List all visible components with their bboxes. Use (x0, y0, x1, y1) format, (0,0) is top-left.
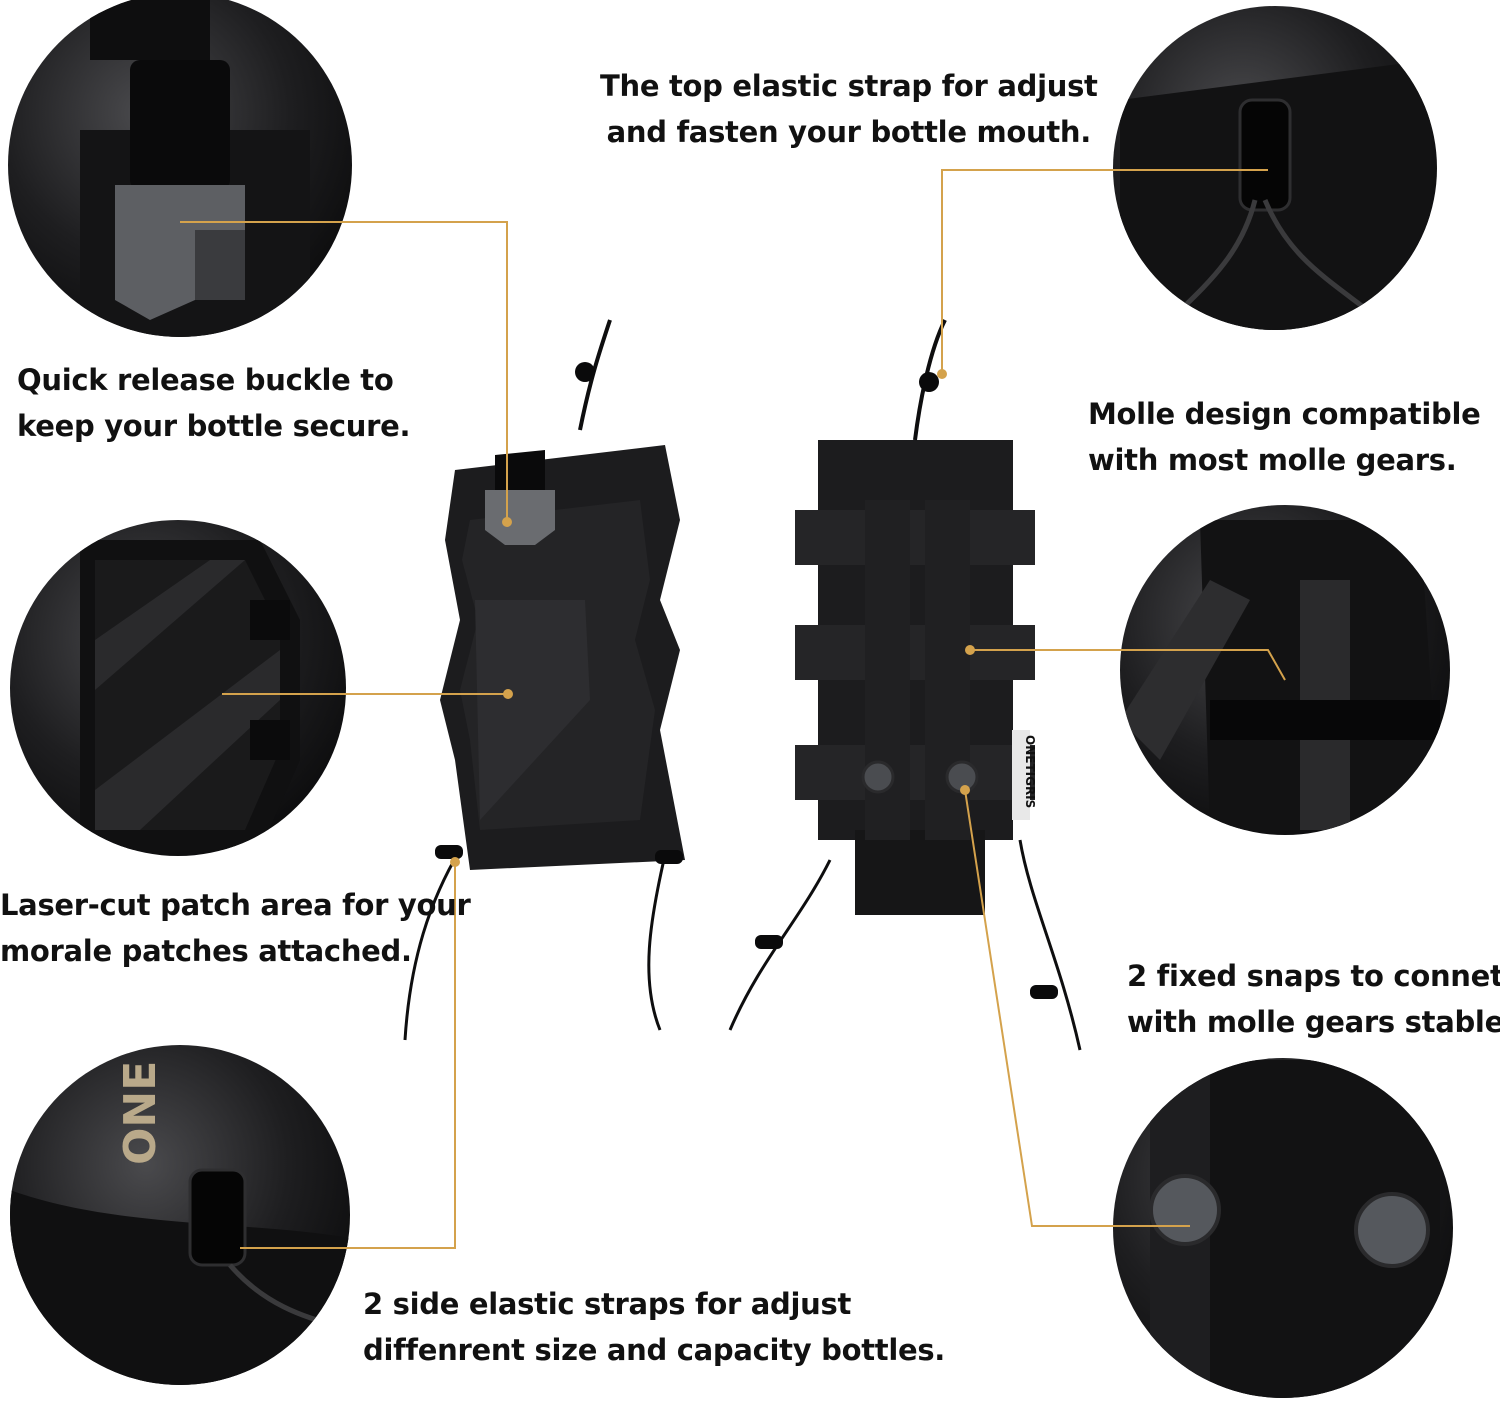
side-cord-detail-circle: ONE (10, 1045, 350, 1385)
buckle-detail-circle (8, 0, 352, 337)
pouch-back-view: ONETIGRIS (728, 319, 1082, 1051)
callout-molle (970, 649, 1286, 681)
callout-top-strap-dot (937, 369, 947, 379)
molle-detail-circle (1120, 505, 1450, 835)
caption-side-straps: 2 side elastic straps for adjust diffenr… (363, 1287, 946, 1367)
caption-molle: Molle design compatible with most molle … (1088, 397, 1481, 477)
callout-snaps-dot (960, 785, 970, 795)
caption-patch: Laser-cut patch area for your morale pat… (0, 888, 471, 968)
callout-buckle-dot (502, 517, 512, 527)
caption-top-strap: The top elastic strap for adjust and fas… (600, 69, 1098, 149)
callout-snaps (964, 789, 1190, 1227)
pouch-front-view (403, 319, 685, 1041)
caption-buckle: Quick release buckle to keep your bottle… (17, 363, 411, 443)
callout-buckle (180, 221, 508, 520)
caption-snaps: 2 fixed snaps to connet with molle gears… (1127, 959, 1500, 1039)
patch-detail-circle (10, 520, 346, 856)
callout-patch-dot (503, 689, 513, 699)
callout-side-straps (240, 862, 456, 1249)
callout-lines (180, 169, 1286, 1249)
callout-side-straps-dot (450, 857, 460, 867)
cord-lock-detail-circle (1113, 6, 1437, 330)
callout-molle-dot (965, 645, 975, 655)
snap-detail-circle (1113, 1058, 1453, 1398)
side-brand-label: ONETIGRIS (1023, 735, 1037, 808)
bottle-brand-text: ONE (115, 1061, 166, 1165)
callout-top-strap (941, 169, 1268, 372)
